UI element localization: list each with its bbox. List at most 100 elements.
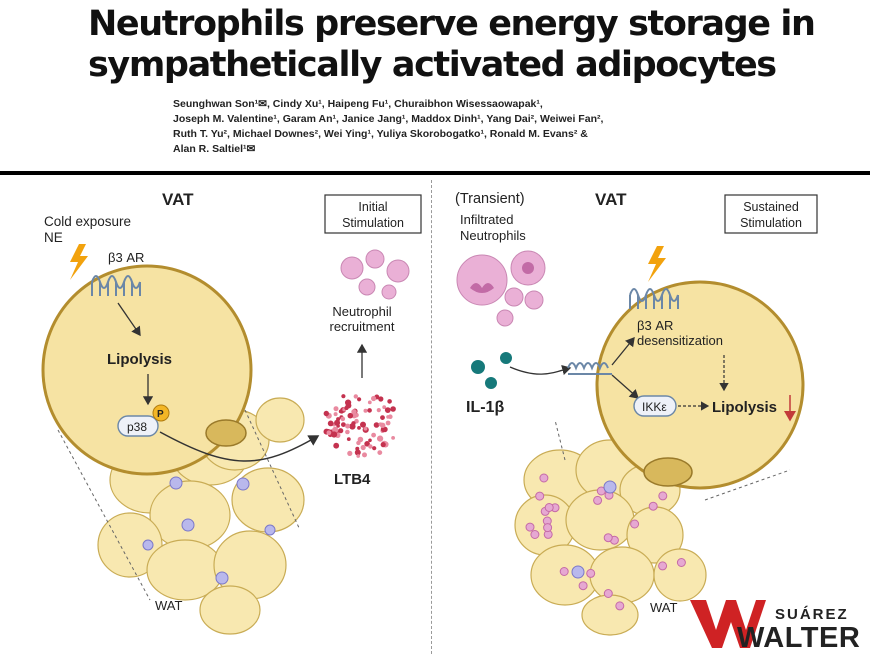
neutrophil-dot — [603, 589, 613, 598]
sustained-label: Sustained — [743, 200, 799, 214]
left-wat-label: WAT — [155, 598, 182, 613]
ltb4-dot — [390, 406, 396, 412]
neutrophil-dot — [676, 558, 686, 567]
logo-bottom-text: WALTER — [737, 622, 860, 654]
neutrophil-dot — [578, 581, 588, 591]
left-panel: VAT Cold exposure NE β3 AR Lipolysis p38… — [41, 190, 422, 635]
ltb4-dot — [372, 446, 377, 451]
ltb4-dot — [388, 414, 393, 420]
right-lipolysis-label: Lipolysis — [712, 399, 777, 416]
arrow-il1b-to-receptor — [509, 364, 572, 376]
right-b3ar-receptor-icon — [629, 288, 679, 309]
ltb4-dot — [363, 408, 368, 413]
ltb4-dot — [347, 450, 353, 456]
ltb4-dot — [326, 430, 332, 436]
desensitization-label: desensitization — [637, 333, 723, 348]
ltb4-dot — [338, 409, 343, 414]
neutrophil-dot — [586, 568, 596, 578]
neutrophil-dot — [559, 567, 569, 576]
neutrophil-dot — [658, 561, 668, 571]
left-adipocyte — [41, 264, 253, 476]
right-bolt-icon — [648, 246, 666, 282]
left-vat-label: VAT — [162, 190, 194, 209]
right-adipocyte — [595, 280, 805, 490]
neutrophil-dot — [530, 530, 540, 539]
neutrophil-dot — [603, 533, 613, 543]
title-line-2: sympathetically activated adipocytes — [88, 45, 777, 85]
right-neutrophil-nuclei — [470, 262, 534, 293]
initial-label: Initial — [358, 200, 387, 214]
ltb4-dot — [376, 408, 381, 413]
ltb4-dot — [362, 452, 367, 458]
il1b-label: IL-1β — [466, 399, 504, 416]
left-neutrophils — [340, 249, 410, 300]
neutrophil-dot — [543, 523, 553, 533]
initial-stimulation-box — [324, 194, 422, 234]
panel-divider — [431, 180, 432, 654]
ltb4-dot — [333, 442, 340, 449]
ltb4-dot — [345, 423, 351, 429]
ltb4-dot — [380, 427, 386, 432]
p38-label: p38 — [127, 420, 147, 434]
ltb4-dot — [331, 431, 338, 438]
right-neutrophils — [456, 250, 546, 327]
ltb4-dot — [363, 426, 368, 431]
ltb4-dot — [378, 422, 383, 427]
neutrophil-dot — [630, 519, 640, 529]
ltb4-dot — [380, 442, 386, 448]
ltb4-dot — [344, 405, 349, 411]
ltb4-dot — [367, 400, 372, 405]
ltb4-dot — [346, 437, 351, 441]
ltb4-dot — [368, 438, 372, 443]
logo-w-icon — [690, 600, 766, 648]
ltb4-dot — [356, 440, 361, 446]
neutrophil-dot — [658, 491, 668, 501]
ltb4-dot — [341, 394, 346, 399]
ltb4-dot — [373, 422, 380, 428]
author-list: Seunghwan Son¹✉, Cindy Xu¹, Haipeng Fu¹,… — [173, 97, 733, 157]
ltb4-dot — [351, 409, 357, 415]
left-bolt-icon — [70, 244, 88, 280]
ltb4-dot — [371, 432, 376, 438]
il1b-dots — [471, 352, 512, 389]
left-immune-cells — [142, 476, 276, 585]
ltb4-dot — [333, 412, 338, 417]
arrow-to-desensitization — [611, 336, 635, 366]
ltb4-dot — [357, 426, 361, 430]
sustained-stimulation-box — [724, 194, 818, 234]
authors-line-3: Ruth T. Yu², Michael Downes², Wei Ying¹,… — [173, 128, 588, 140]
phospho-icon — [152, 404, 170, 422]
ltb4-label: LTB4 — [334, 471, 371, 488]
neutrophil-dot — [535, 491, 545, 501]
stimulation-label-right: Stimulation — [740, 216, 802, 230]
left-arrow-to-ltb4 — [159, 431, 320, 462]
ltb4-dot — [347, 412, 354, 419]
ltb4-dot — [378, 396, 384, 402]
ltb4-dot — [327, 420, 334, 427]
logo-top-text: SUÁREZ — [775, 606, 849, 623]
ltb4-dot — [340, 416, 346, 422]
left-arrow-receptor-lipolysis — [117, 302, 141, 337]
authors-line-4: Alan R. Saltiel¹✉ — [173, 143, 256, 155]
ltb4-dot — [384, 407, 391, 413]
ltb4-dot — [360, 421, 366, 428]
title-line-1: Neutrophils preserve energy storage in — [88, 4, 816, 44]
ltb4-dot — [368, 444, 373, 449]
ltb4-dot — [387, 399, 392, 404]
ltb4-dot — [333, 406, 339, 412]
left-b3ar-label: β3 AR — [108, 250, 144, 265]
ltb4-dot — [354, 449, 361, 456]
ltb4-dot-cloud — [323, 394, 396, 458]
ltb4-dot — [377, 435, 384, 442]
ltb4-dot — [334, 419, 341, 426]
ltb4-dot — [391, 436, 395, 440]
neutrophil-dot — [544, 503, 554, 512]
right-panel: (Transient) Infiltrated Neutrophils VAT … — [455, 190, 818, 636]
ltb4-dot — [371, 395, 377, 402]
ikke-label: IKKε — [642, 400, 667, 414]
ltb4-dot — [380, 415, 385, 420]
ltb4-dot — [360, 444, 366, 451]
authors-line-1: Seunghwan Son¹✉, Cindy Xu¹, Haipeng Fu¹,… — [173, 98, 543, 110]
